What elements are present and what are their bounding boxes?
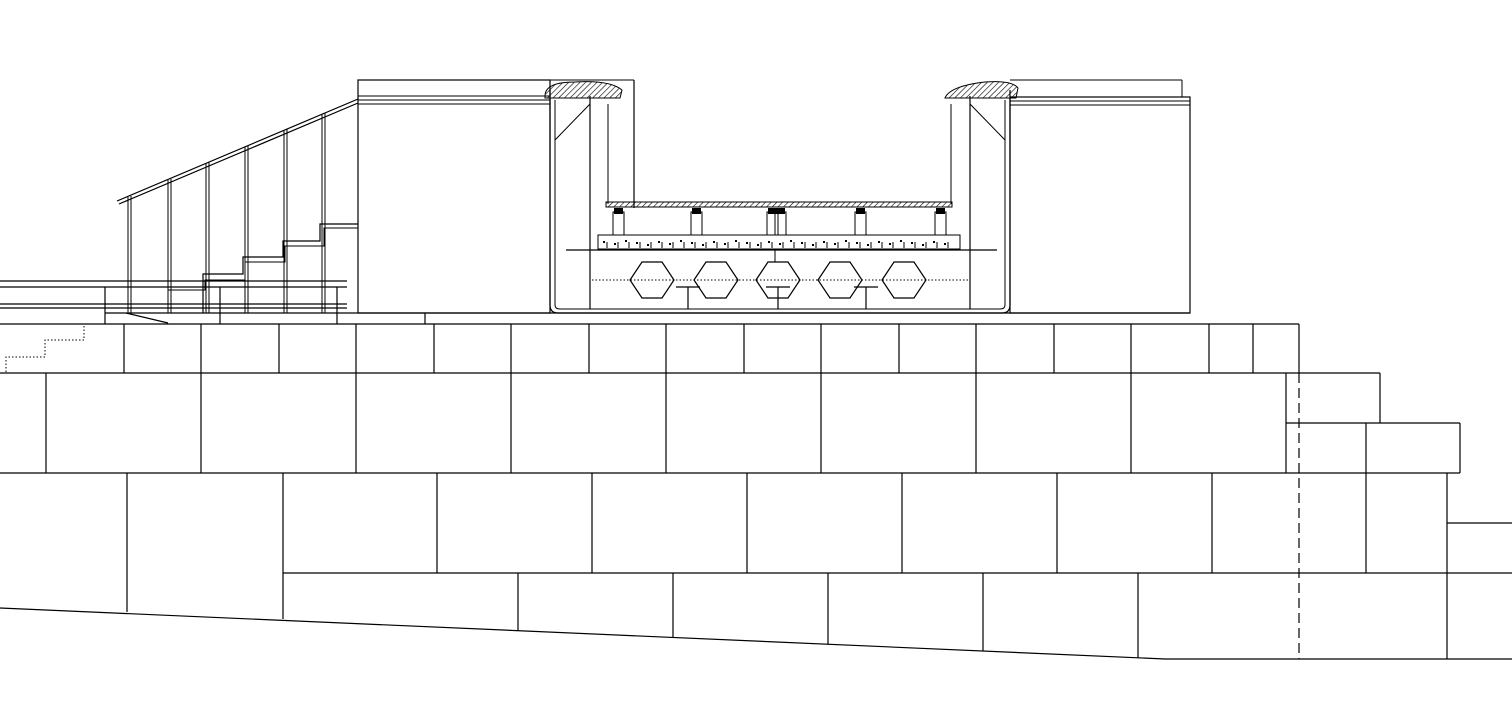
hexagonal-duct (817, 261, 863, 299)
ground-line (0, 607, 1166, 660)
gravel-speck (878, 241, 880, 243)
gravel-speck (757, 244, 759, 246)
gravel-speck (944, 243, 946, 245)
gravel-speck (790, 240, 792, 242)
gravel-speck (669, 243, 671, 245)
pedestal-support (774, 211, 787, 236)
gravel-speck (889, 243, 891, 245)
hexagonal-duct (755, 261, 801, 299)
gravel-speck (625, 240, 627, 242)
gravel-speck (724, 243, 726, 245)
gravel-speck (647, 244, 649, 246)
pedestal-head (614, 208, 623, 214)
gravel-speck (900, 240, 902, 242)
gravel-speck (702, 244, 704, 246)
gravel-speck (834, 243, 836, 245)
gravel-speck (603, 241, 605, 243)
gravel-speck (933, 241, 935, 243)
hexagonal-duct (629, 261, 675, 299)
pedestal-support (612, 211, 625, 236)
gravel-speck (801, 242, 803, 244)
right-building-block (1009, 79, 1191, 314)
gravel-speck (636, 242, 638, 244)
gravel-speck (823, 241, 825, 243)
gravel-speck (735, 240, 737, 242)
pedestal-head (936, 208, 945, 214)
pedestal-support (766, 211, 779, 236)
gravel-speck (746, 242, 748, 244)
pedestal-head (776, 208, 785, 214)
gravel-speck (856, 242, 858, 244)
gravel-speck (658, 241, 660, 243)
gravel-speck (713, 241, 715, 243)
gravel-speck (867, 244, 869, 246)
pedestal-head (856, 208, 865, 214)
gravel-speck (922, 244, 924, 246)
gravel-speck (779, 243, 781, 245)
pedestal-support (690, 211, 703, 236)
stair-railing (0, 98, 359, 372)
gravel-speck (691, 242, 693, 244)
stone-block-wall (0, 324, 1512, 660)
gravel-speck (614, 243, 616, 245)
gravel-speck (845, 240, 847, 242)
ground-slab (0, 312, 1299, 325)
left-building-block (357, 79, 551, 314)
pedestal-head (768, 208, 777, 214)
hexagonal-duct (693, 261, 739, 299)
pedestal-support (934, 211, 947, 236)
gravel-speck (768, 241, 770, 243)
pedestal-head (692, 208, 701, 214)
gravel-speck (812, 244, 814, 246)
hexagonal-duct (881, 261, 927, 299)
gravel-speck (911, 242, 913, 244)
gravel-speck (680, 240, 682, 242)
channel-structure (544, 79, 1019, 314)
pedestal-support (854, 211, 867, 236)
